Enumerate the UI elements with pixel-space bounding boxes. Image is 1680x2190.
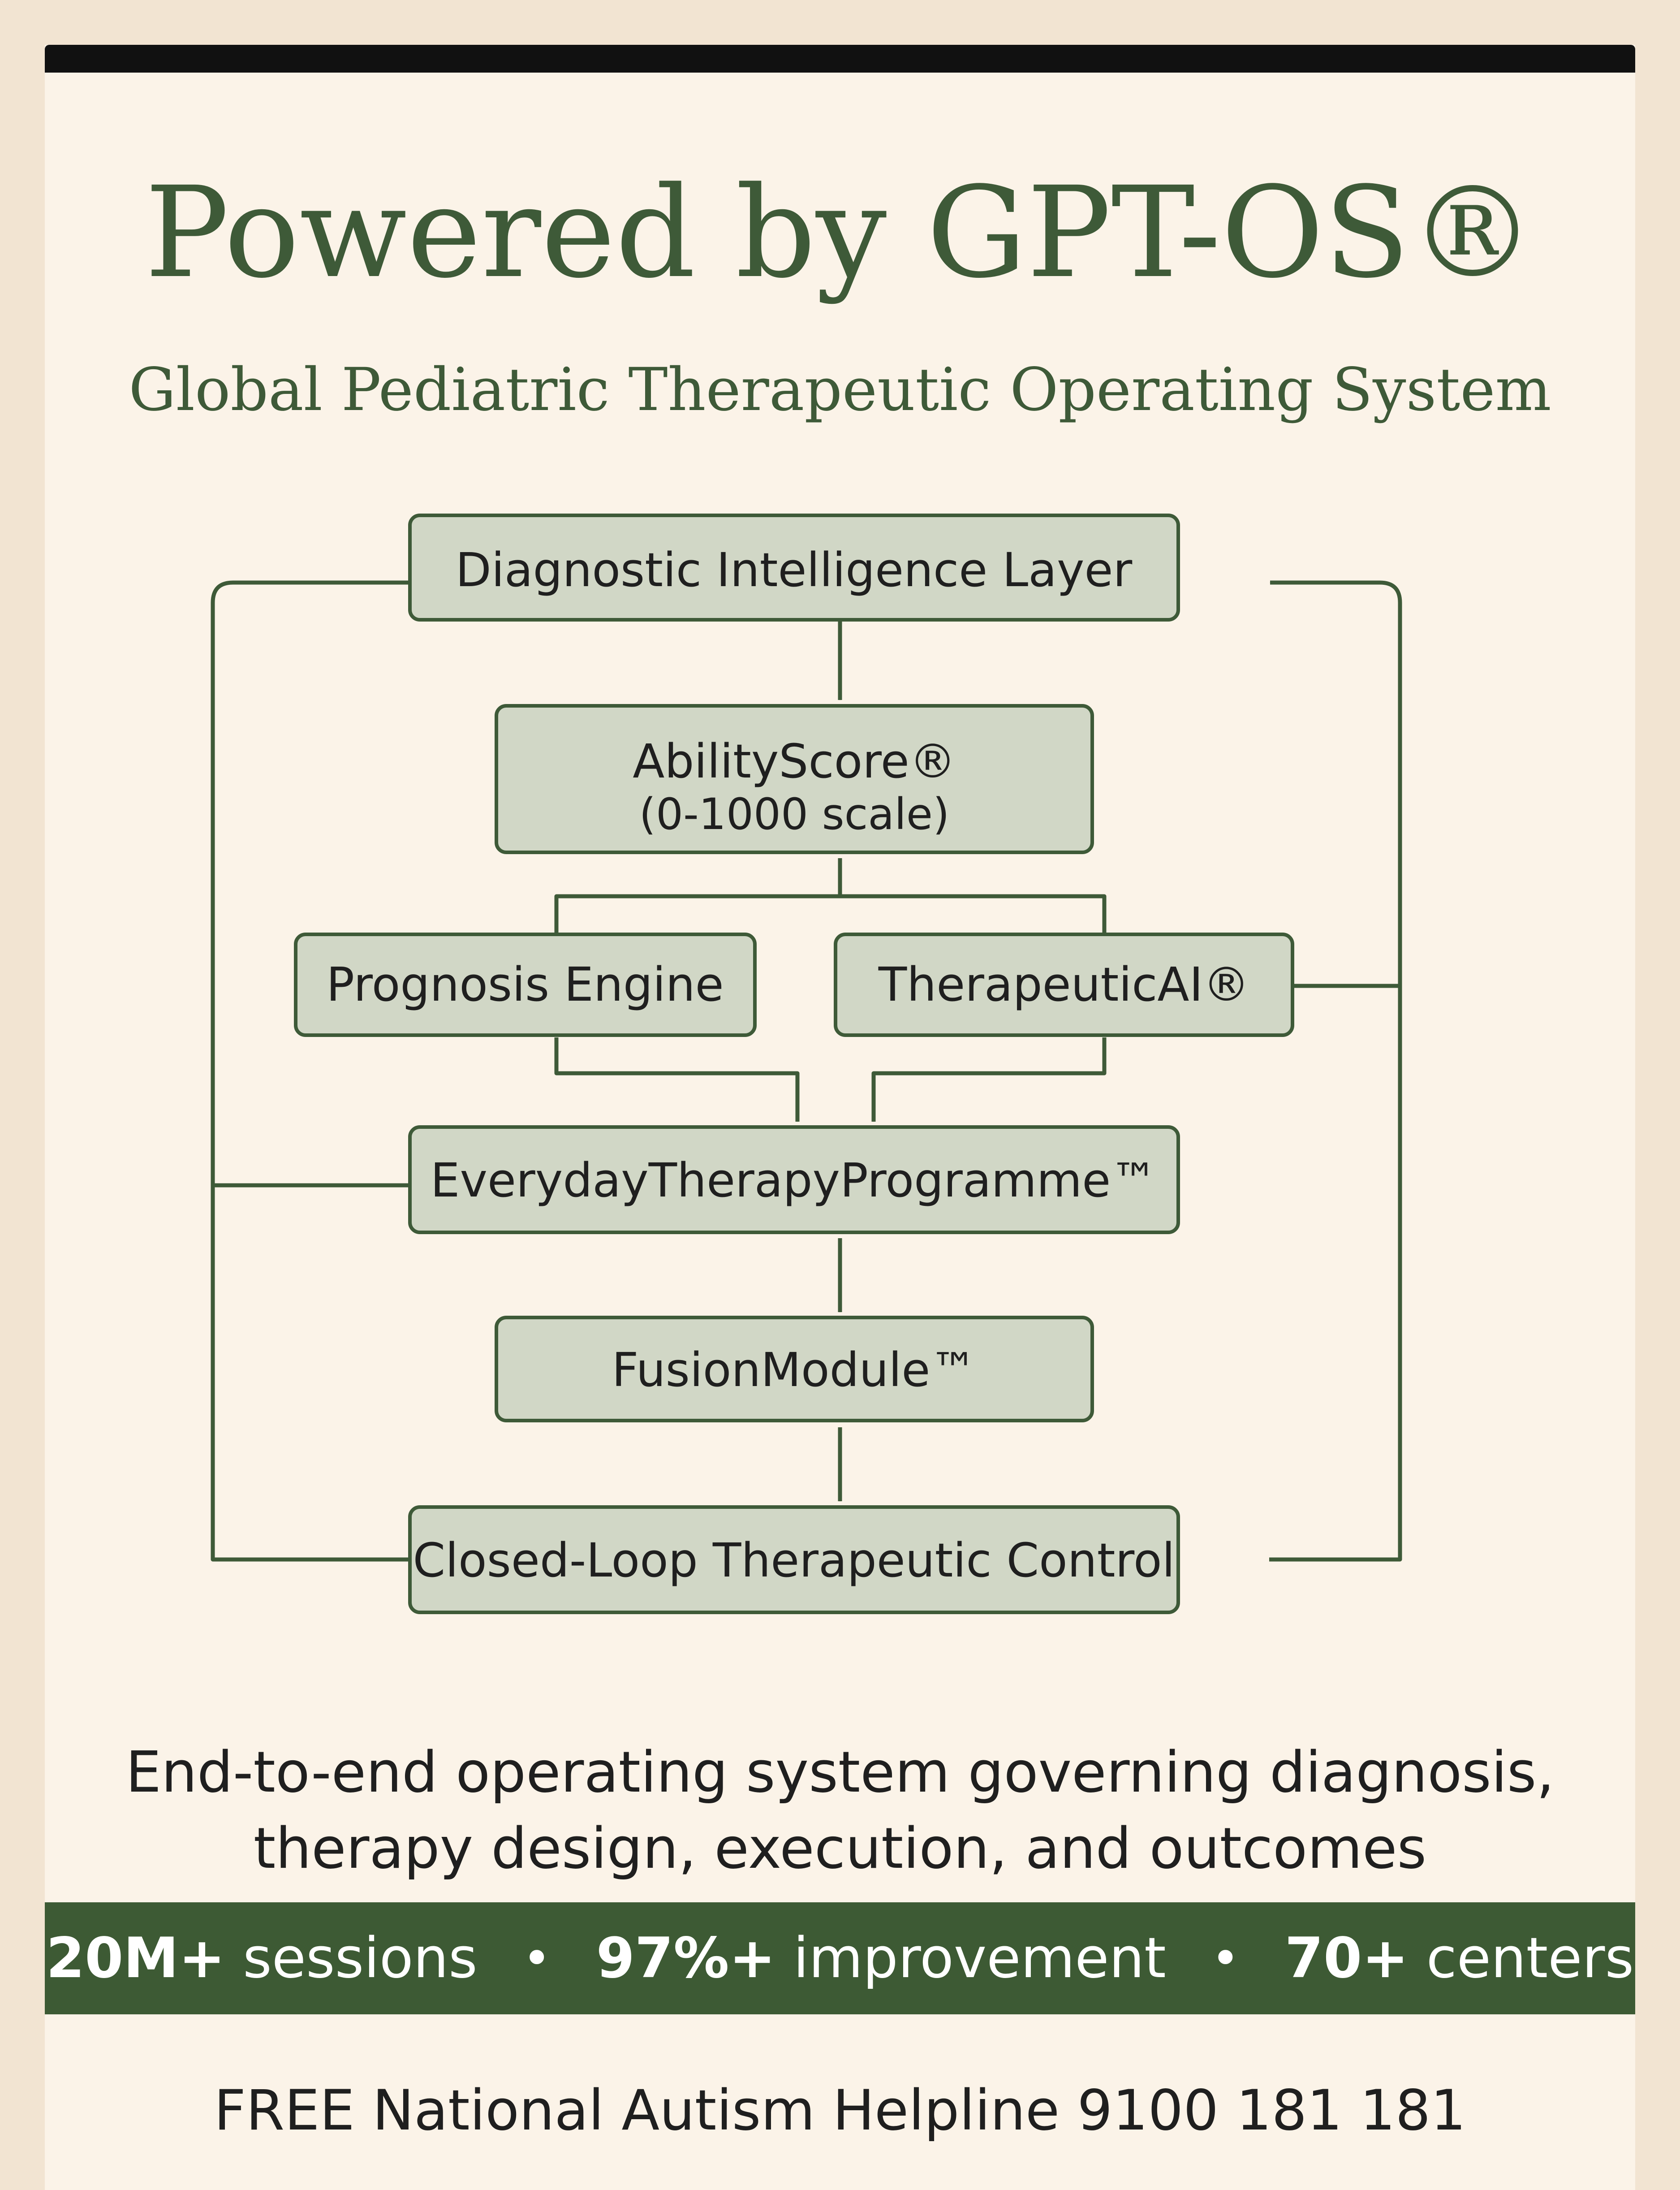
stat-improvement: 97%+ improvement: [596, 1926, 1166, 1991]
arrow-therapeuticai-to-programme: [871, 1037, 1107, 1122]
node-label: Closed-Loop Therapeutic Control: [413, 1533, 1175, 1588]
page-title: Powered by GPT-OS®: [145, 160, 1535, 306]
node-closed-loop-therapeutic-control: Closed-Loop Therapeutic Control: [408, 1505, 1180, 1614]
node-label: FusionModule™: [612, 1343, 977, 1397]
loop-left-to-diagnostic: [211, 580, 410, 1562]
tagline-line-2: therapy design, execution, and outcomes: [253, 1815, 1427, 1881]
node-fusionmodule: FusionModule™: [495, 1316, 1094, 1422]
helpline-text: FREE National Autism Helpline 9100 181 1…: [214, 2078, 1466, 2143]
node-therapeuticai: TherapeuticAI®: [834, 933, 1294, 1037]
node-prognosis-engine: Prognosis Engine: [294, 933, 757, 1037]
page-subtitle: Global Pediatric Therapeutic Operating S…: [129, 355, 1551, 424]
stat-label: sessions: [243, 1926, 478, 1991]
loop-right-to-diagnostic: [1269, 580, 1402, 1562]
node-everydaytherapyprogramme: EverydayTherapyProgramme™: [408, 1125, 1180, 1234]
tagline-line-1: End-to-end operating system governing di…: [125, 1739, 1555, 1805]
node-diagnostic-intelligence-layer: Diagnostic Intelligence Layer: [408, 514, 1180, 622]
stat-sessions: 20M+ sessions: [46, 1926, 478, 1991]
node-label: Prognosis Engine: [326, 957, 724, 1012]
system-flow-diagram: Diagnostic Intelligence Layer AbilitySco…: [211, 514, 1402, 1614]
arrow-abilityscore-to-therapeuticai: [840, 894, 1107, 937]
stat-label: improvement: [793, 1926, 1166, 1991]
stat-value: 70+: [1284, 1926, 1409, 1991]
stat-separator: •: [1210, 1930, 1240, 1987]
node-abilityscore: AbilityScore® (0-1000 scale): [495, 704, 1094, 854]
top-bar: [45, 45, 1635, 73]
arrow-prognosis-to-programme: [554, 1037, 800, 1122]
stats-bar: 20M+ sessions • 97%+ improvement • 70+ c…: [45, 1902, 1635, 2014]
stat-value: 97%+: [596, 1926, 776, 1991]
poster-card: Powered by GPT-OS® Global Pediatric Ther…: [45, 45, 1635, 2190]
arrow-abilityscore-to-prognosis: [554, 858, 842, 937]
node-label: EverydayTherapyProgramme™: [431, 1153, 1157, 1208]
node-label: TherapeuticAI®: [878, 957, 1250, 1012]
stat-value: 20M+: [46, 1926, 225, 1991]
node-sublabel: (0-1000 scale): [639, 789, 950, 839]
node-label: AbilityScore®: [633, 734, 956, 789]
stat-label: centers: [1426, 1926, 1634, 1991]
node-label: Diagnostic Intelligence Layer: [456, 543, 1133, 597]
tagline: End-to-end operating system governing di…: [45, 1734, 1635, 1887]
stat-separator: •: [522, 1930, 551, 1987]
stat-centers: 70+ centers: [1285, 1926, 1634, 1991]
